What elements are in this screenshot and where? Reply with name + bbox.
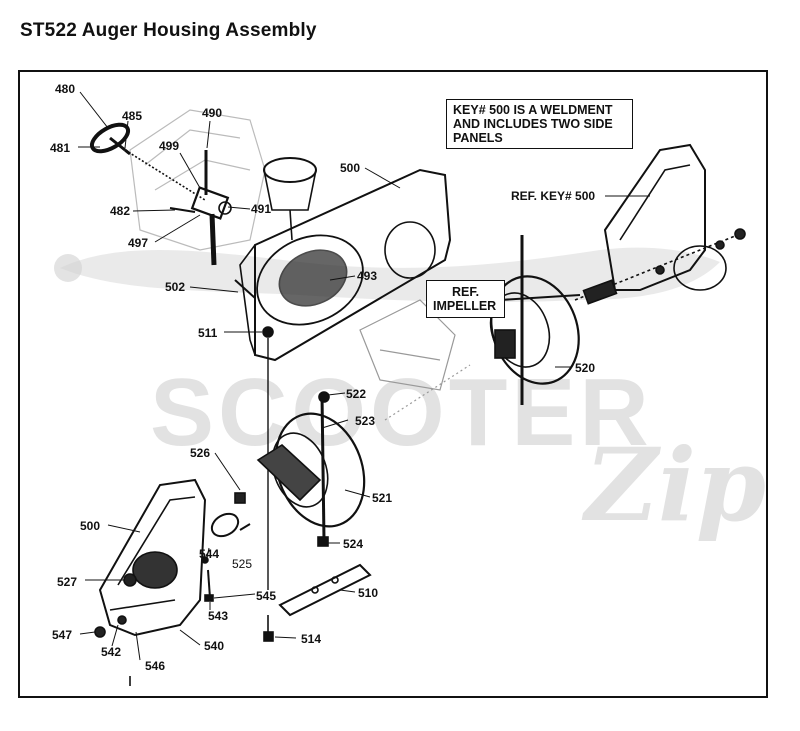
weldment-note-line-1: KEY# 500 IS A WELDMENT	[453, 103, 613, 117]
engine-outline	[129, 109, 266, 251]
auger-housing	[234, 168, 452, 362]
weldment-note-line-2: AND INCLUDES TWO SIDE	[453, 117, 613, 131]
part-label-510: 510	[358, 586, 379, 600]
weldment-note-line-3: PANELS	[453, 131, 503, 145]
discharge-chute	[263, 157, 317, 241]
part-label-544: 544	[199, 547, 220, 561]
part-label-521: 521	[372, 491, 393, 505]
watermark-scooter-shape	[60, 247, 720, 303]
part-label-491: 491	[251, 202, 272, 216]
part-label-511: 511	[198, 326, 218, 340]
part-label-499: 499	[159, 139, 180, 153]
chute-gearbox	[169, 150, 232, 266]
part-label-545: 545	[256, 589, 277, 603]
part-label-502: 502	[165, 280, 186, 294]
part-label-500-upper: 500	[340, 161, 361, 175]
side-panel-right	[574, 143, 746, 305]
watermark-dot	[54, 254, 82, 282]
part-label-481: 481	[50, 141, 71, 155]
leader-lines	[78, 91, 650, 661]
hardware-bolts	[201, 556, 214, 602]
bearing-assembly	[210, 492, 251, 538]
part-label-542: 542	[101, 645, 122, 659]
part-label-520: 520	[575, 361, 596, 375]
page-title: ST522 Auger Housing Assembly	[20, 20, 317, 41]
diagram-frame	[18, 70, 768, 698]
part-label-514: 514	[301, 632, 322, 646]
part-label-547: 547	[52, 628, 73, 642]
part-label-546: 546	[145, 659, 166, 673]
part-label-497: 497	[128, 236, 149, 250]
impeller-reference	[359, 299, 471, 421]
auger-left	[256, 391, 366, 547]
small-pin	[124, 148, 131, 156]
watermark-script: Zip	[581, 426, 766, 544]
watermark-text: SCOOTER	[150, 359, 653, 466]
weldment-note: KEY# 500 IS A WELDMENT AND INCLUDES TWO …	[446, 99, 633, 149]
part-label-543: 543	[208, 609, 229, 623]
part-label-527: 527	[57, 575, 78, 589]
part-label-540: 540	[204, 639, 225, 653]
part-label-523: 523	[355, 414, 376, 428]
part-label-500-lower: 500	[80, 519, 101, 533]
part-label-522: 522	[346, 387, 367, 401]
part-label-490: 490	[202, 106, 223, 120]
skid-shoe	[263, 563, 372, 642]
part-label-485: 485	[122, 109, 143, 123]
watermark: SCOOTER Zip	[54, 247, 766, 544]
impeller-note-line-2: IMPELLER	[433, 299, 497, 313]
impeller-note: REF. IMPELLER	[426, 280, 505, 318]
ref-key-500-label: REF. KEY# 500	[511, 189, 596, 203]
part-label-525: 525	[232, 557, 253, 571]
side-panel-left	[94, 478, 207, 686]
part-label-480: 480	[55, 82, 76, 96]
part-label-493: 493	[357, 269, 378, 283]
part-label-526: 526	[190, 446, 211, 460]
impeller-note-line-1: REF.	[451, 285, 480, 299]
auger-right	[489, 235, 581, 405]
part-label-524: 524	[343, 537, 364, 551]
part-label-482: 482	[110, 204, 131, 218]
